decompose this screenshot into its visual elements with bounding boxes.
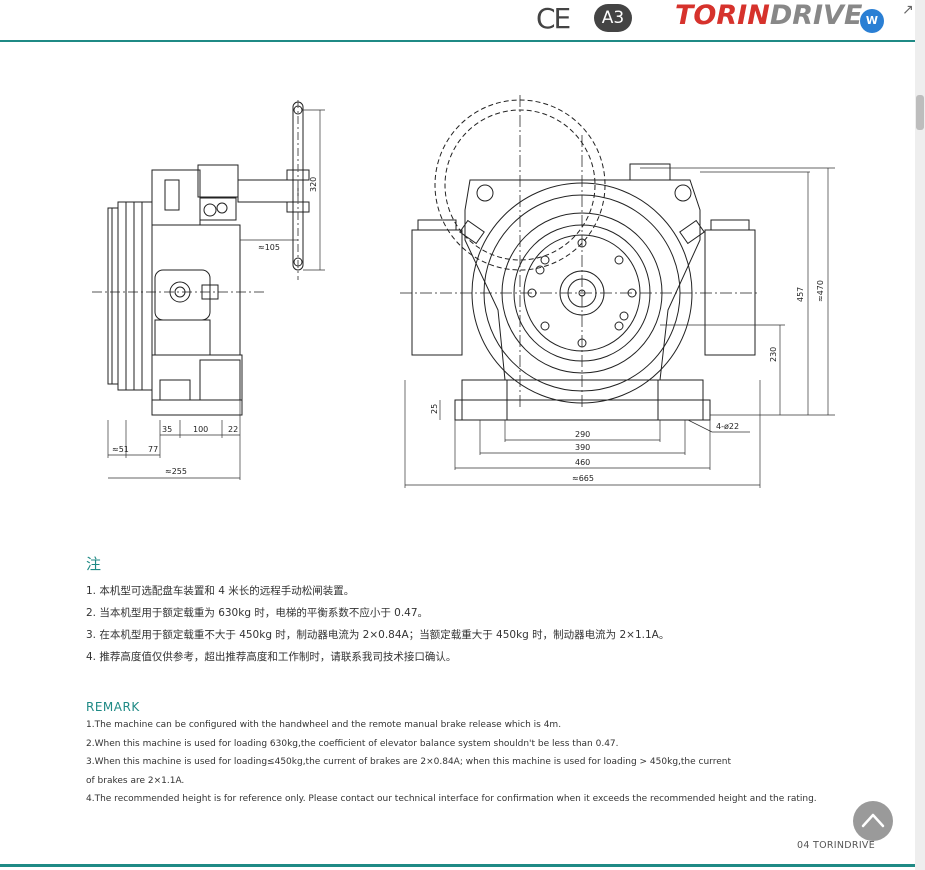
dim-457: 457 <box>796 287 805 302</box>
dim-35: 35 <box>162 425 172 434</box>
chevron-up-icon <box>861 813 885 828</box>
dim-255: ≈255 <box>165 467 187 476</box>
dim-100: 100 <box>193 425 208 434</box>
dim-460: 460 <box>575 458 590 467</box>
side-view <box>92 100 310 416</box>
note-item-1: 1. 本机型可选配盘车装置和 4 米长的远程手动松闸装置。 <box>86 585 355 597</box>
side-view-dim-labels: 320 ≈105 35 100 22 ≈51 77 ≈255 <box>112 177 318 476</box>
footer-rule <box>0 864 915 867</box>
front-view-dim-labels: 457 ≈470 230 25 290 390 460 ≈665 4-ø22 <box>430 280 825 483</box>
remark-item-1: 1.The machine can be configured with the… <box>86 720 562 730</box>
header-rule <box>0 40 915 42</box>
note-item-4: 4. 推荐高度值仅供参考，超出推荐高度和工作制时，请联系我司技术接口确认。 <box>86 651 457 663</box>
side-view-dims <box>107 109 325 480</box>
page-number-footer: 04 TORINDRIVE <box>797 840 876 851</box>
notes-title: 注 <box>86 555 102 573</box>
vertical-scrollbar[interactable] <box>915 0 925 870</box>
remark-item-2: 2.When this machine is used for loading … <box>86 738 619 749</box>
dim-320: 320 <box>309 177 318 192</box>
remark-title: REMARK <box>86 700 140 714</box>
a3-badge: A3 <box>594 4 632 32</box>
technical-drawing: 320 ≈105 35 100 22 ≈51 77 ≈255 <box>92 95 835 488</box>
brand-logo-part2: DRIVE <box>769 0 863 31</box>
header-logos: CE A3 TORINDRIVE W ↗ <box>530 0 915 38</box>
front-view-dims <box>404 167 835 488</box>
ce-mark: CE <box>536 2 571 35</box>
dim-230: 230 <box>769 347 778 362</box>
remark-item-3: 3.When this machine is used for loading≤… <box>86 757 731 767</box>
note-item-3: 3. 在本机型用于额定载重不大于 450kg 时，制动器电流为 2×0.84A；… <box>86 629 670 641</box>
back-to-top-button[interactable] <box>853 801 893 841</box>
scrollbar-thumb[interactable] <box>916 95 924 130</box>
notes-section: 注 1. 本机型可选配盘车装置和 4 米长的远程手动松闸装置。 2. 当本机型用… <box>86 553 886 668</box>
dim-390: 390 <box>575 443 590 452</box>
corner-arrow-icon: ↗ <box>902 2 914 18</box>
brand-badge-icon: W <box>860 9 884 33</box>
dim-25: 25 <box>430 404 439 414</box>
remark-section: REMARK 1.The machine can be configured w… <box>86 700 876 809</box>
dim-665: ≈665 <box>572 474 594 483</box>
note-item-2: 2. 当本机型用于额定载重为 630kg 时，电梯的平衡系数不应小于 0.47。 <box>86 607 429 619</box>
dim-77: 77 <box>148 445 158 454</box>
remark-item-4: 4.The recommended height is for referenc… <box>86 794 817 804</box>
front-view <box>400 95 760 421</box>
dim-holes: 4-ø22 <box>716 422 739 431</box>
dim-105: ≈105 <box>258 243 280 252</box>
brand-logo-part1: TORIN <box>675 0 770 31</box>
brand-logo: TORINDRIVE <box>675 0 862 31</box>
dim-470: ≈470 <box>816 280 825 302</box>
dim-22: 22 <box>228 425 238 434</box>
dim-290: 290 <box>575 430 590 439</box>
remark-item-3-cont: of brakes are 2×1.1A. <box>86 775 185 786</box>
dim-51: ≈51 <box>112 445 129 454</box>
